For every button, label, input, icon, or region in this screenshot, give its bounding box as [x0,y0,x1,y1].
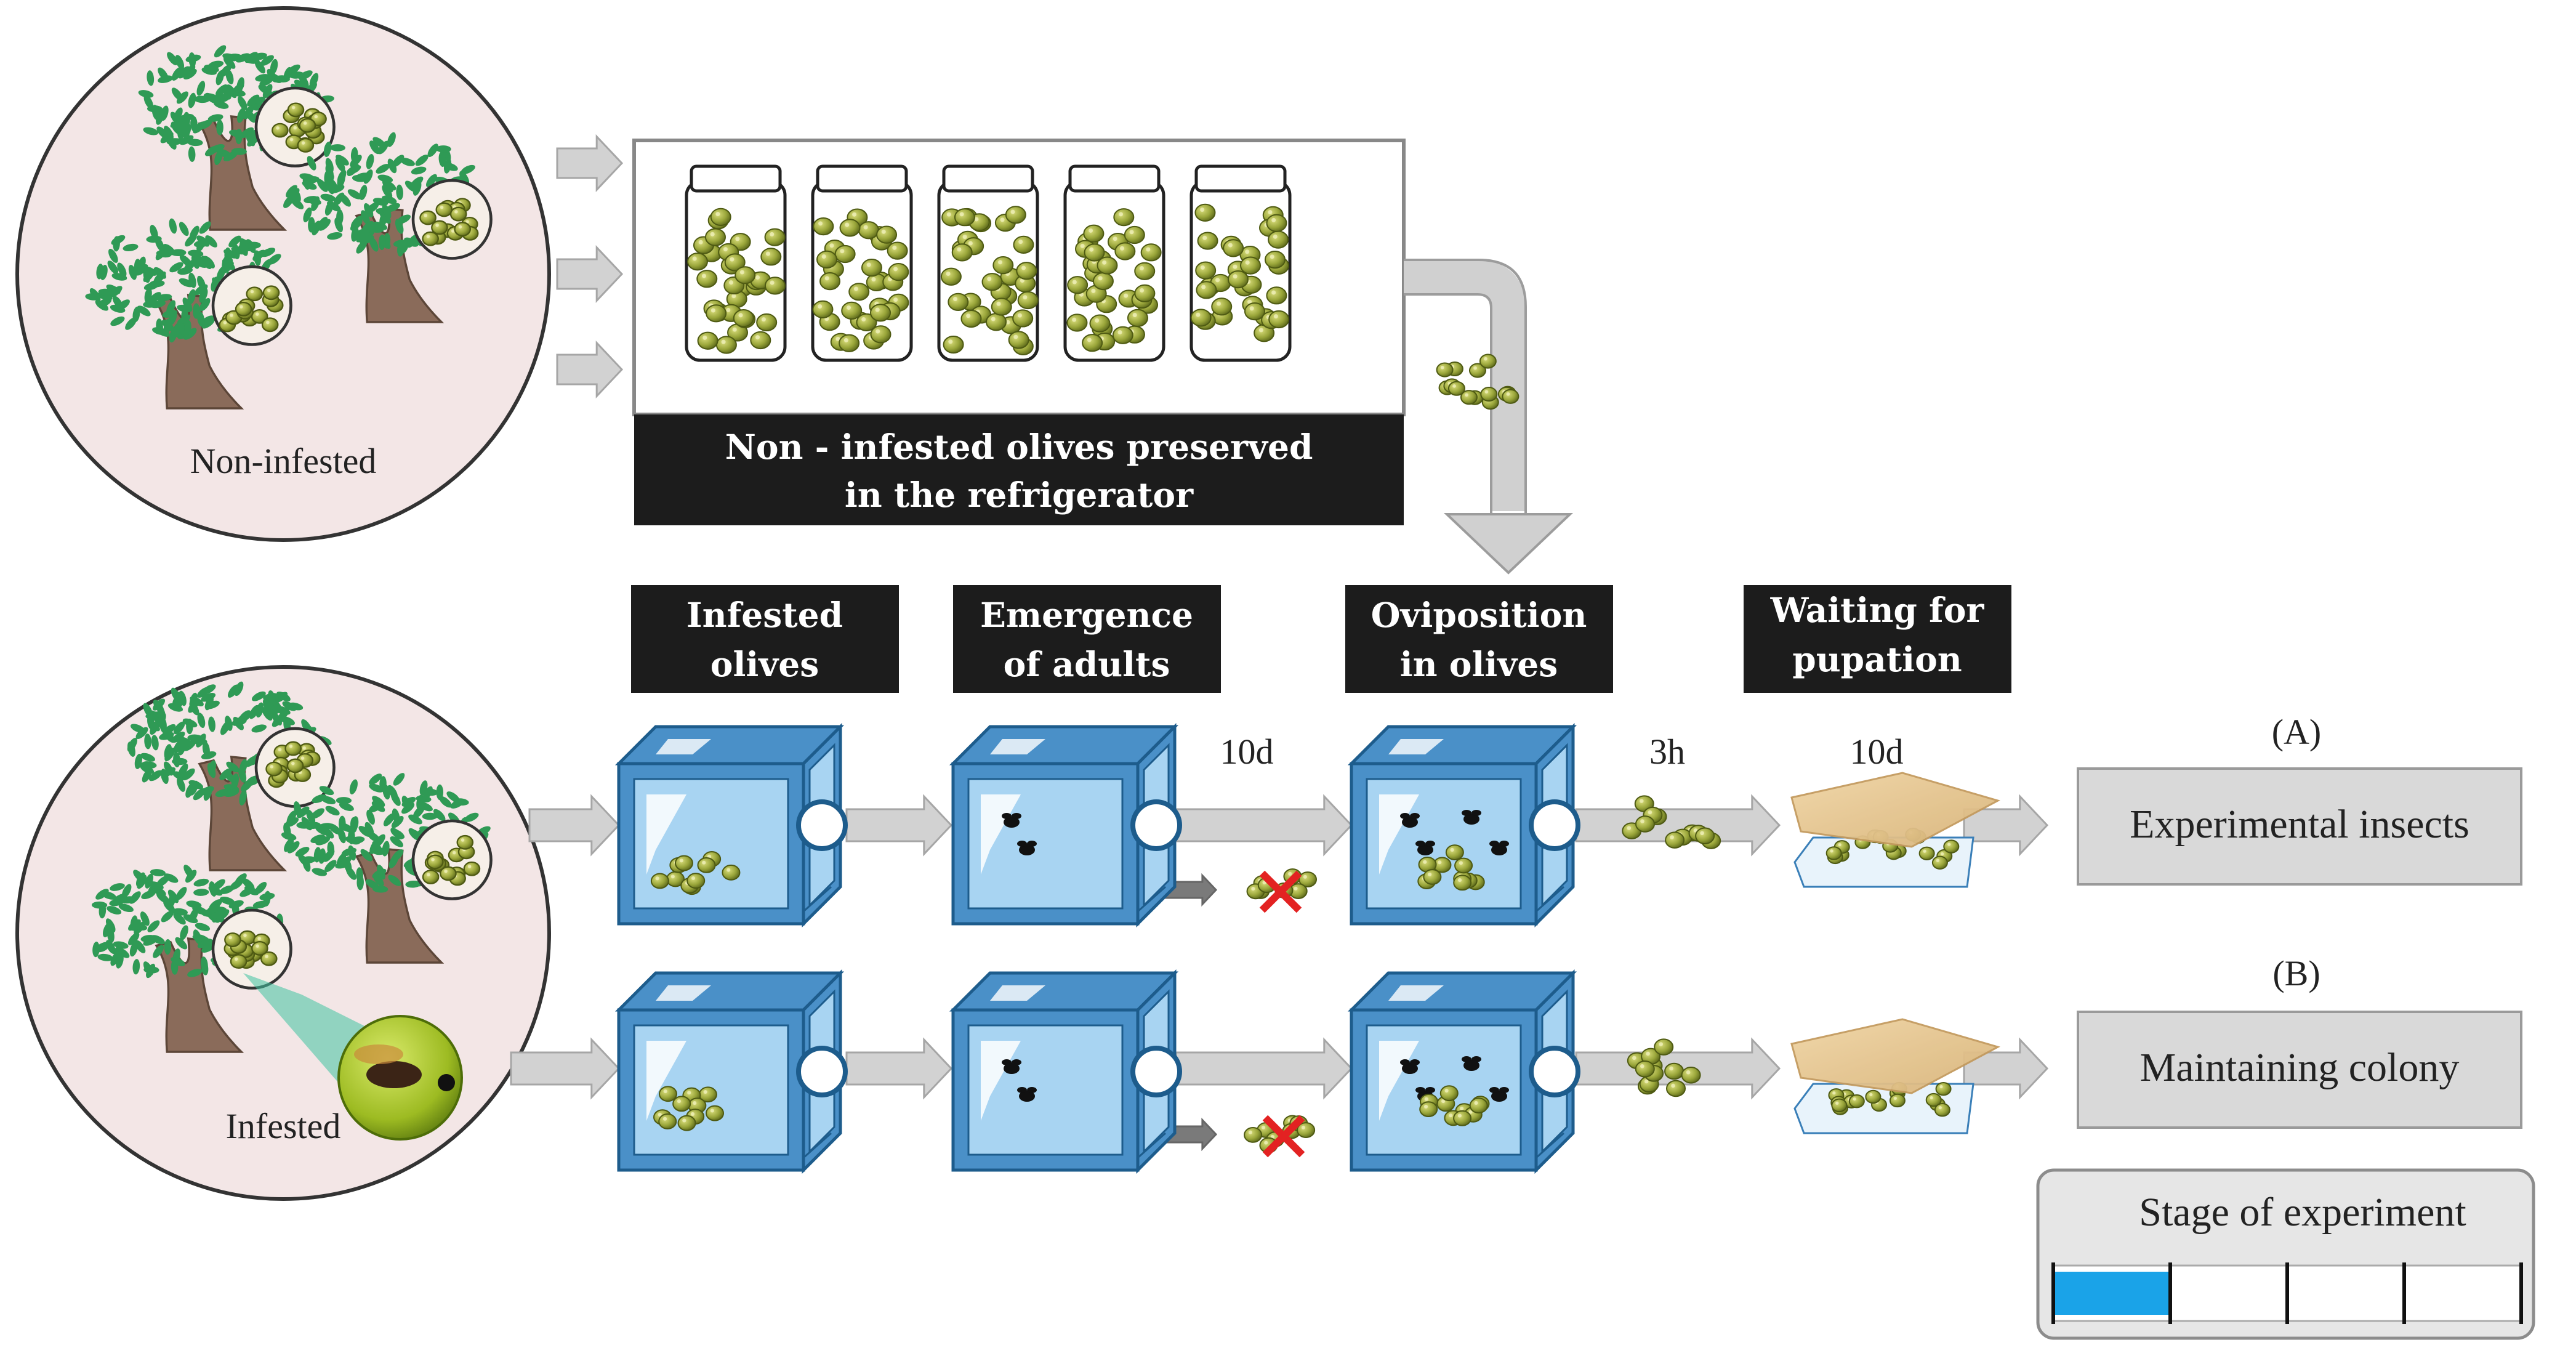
rearing-cage-icon [949,722,1182,928]
olive-cluster [940,206,1039,356]
olive-cluster [223,930,278,969]
outcome-a-label: Experimental insects [2130,802,2469,847]
olive-jar-icon [1063,164,1165,362]
olive-jar-icon [937,164,1039,362]
olive-cluster [1419,1085,1490,1126]
fly-icon [1491,1091,1507,1102]
non-infested-label: Non-infested [190,441,377,481]
fly-icon [1402,817,1418,828]
olive-cluster [1627,1038,1701,1097]
olive-cluster [653,1086,725,1131]
flow-arrow [556,134,624,192]
olive-cluster [419,198,479,246]
discarded-olives [1244,1115,1316,1158]
flow-arrows [510,134,2049,1152]
flow-arrow [845,794,953,857]
fly-icon [1402,1063,1418,1074]
olive-cluster [1436,353,1519,410]
olive-cluster [265,741,321,788]
sand-layer [1790,1018,2000,1094]
stage-emergence-line1: Emergence [980,595,1193,635]
tree-icon [85,45,493,410]
olive-cluster [650,851,741,895]
fly-icon [1019,844,1035,855]
olive-tree-icon [281,773,493,964]
rearing-cage-icon [1347,722,1580,928]
legend-title: Stage of experiment [2139,1190,2466,1235]
rearing-cage-icon [614,969,848,1174]
olive-cluster [812,208,909,352]
outcome-b-box [2077,1011,2522,1129]
branch-a-label: (A) [2272,712,2322,752]
time-label-10d-emergence: 10d [1220,732,1274,772]
olive-cluster [1190,203,1290,342]
flow-arrow [1575,794,1781,857]
sand-layer [1790,772,2000,848]
outcome-a-box [2077,767,2522,886]
stage-infested-line2: olives [710,644,819,684]
olive-cluster [1417,844,1485,891]
stage-infested-line1: Infested [686,595,843,635]
fly-icon [1463,1060,1479,1071]
infested-trees [91,681,493,1053]
stage-oviposition-line2: in olives [1400,644,1558,684]
flow-arrow [528,794,621,857]
time-label-3h: 3h [1649,732,1685,772]
branch-b-label: (B) [2272,953,2320,993]
flow-arrow [1175,1037,1353,1100]
stage-headers: Infested olives Emergence of adults Ovip… [631,585,2011,693]
olive-jar-icon [811,164,913,362]
olive-jar-icon [1189,164,1292,362]
preserved-label-line1: Non - infested olives preserved [725,427,1313,467]
olive-tree-icon [127,681,336,871]
flow-arrow [1175,794,1353,857]
stage-oviposition-line1: Oviposition [1371,595,1587,635]
olive-cluster [422,834,481,886]
fly-icon [1463,814,1479,825]
discarded-olives [1246,868,1318,913]
olive-tree-icon [138,45,336,231]
olive-cluster [219,285,284,333]
progress-fill [2053,1272,2170,1315]
olive-jar-icon [685,164,787,362]
fly-icon [1004,817,1020,828]
fly-icon [1417,844,1433,855]
rearing-cage-icon [949,969,1182,1174]
stage-waiting-line2: pupation [1792,639,1962,679]
olive-tree-icon [283,132,493,323]
flow-arrow [556,245,624,303]
preserved-label-line2: in the refrigerator [845,475,1194,515]
flow-arrow [556,341,624,398]
pupation-tray-icon [1790,1018,2000,1134]
refrigerated-olives-panel: Non - infested olives preserved in the r… [632,139,1406,525]
stage-waiting-line1: Waiting for [1770,590,1985,630]
olive-cluster [1622,795,1721,849]
stage-progress-bar [2051,1262,2523,1324]
olive-tree-icon [91,865,292,1053]
infested-label: Infested [226,1106,341,1146]
olive-cluster [272,102,327,153]
pupation-tray-icon [1790,772,2000,888]
fly-icon [1004,1063,1020,1074]
flow-arrow [845,1037,953,1100]
rearing-cage-icon [1347,969,1580,1174]
rearing-cages [614,722,1580,1174]
olive-fruit-fly-icon [243,973,463,1141]
rearing-cage-icon [614,722,848,928]
outcome-b-label: Maintaining colony [2140,1045,2460,1090]
fly-icon [1019,1091,1035,1102]
non-infested-orchard: Non-infested [15,6,551,542]
stage-emergence-line2: of adults [1004,644,1170,684]
olive-tree-icon [85,218,292,410]
transfer-pipe [1404,259,1574,575]
fly-icon [1491,844,1507,855]
flow-arrow [510,1037,621,1100]
time-label-10d-pupation: 10d [1850,732,1904,772]
stage-legend: Stage of experiment [2036,1168,2535,1340]
olive-cluster [686,208,786,354]
olive-cluster [1066,208,1162,352]
infested-orchard: Infested [15,665,551,1201]
